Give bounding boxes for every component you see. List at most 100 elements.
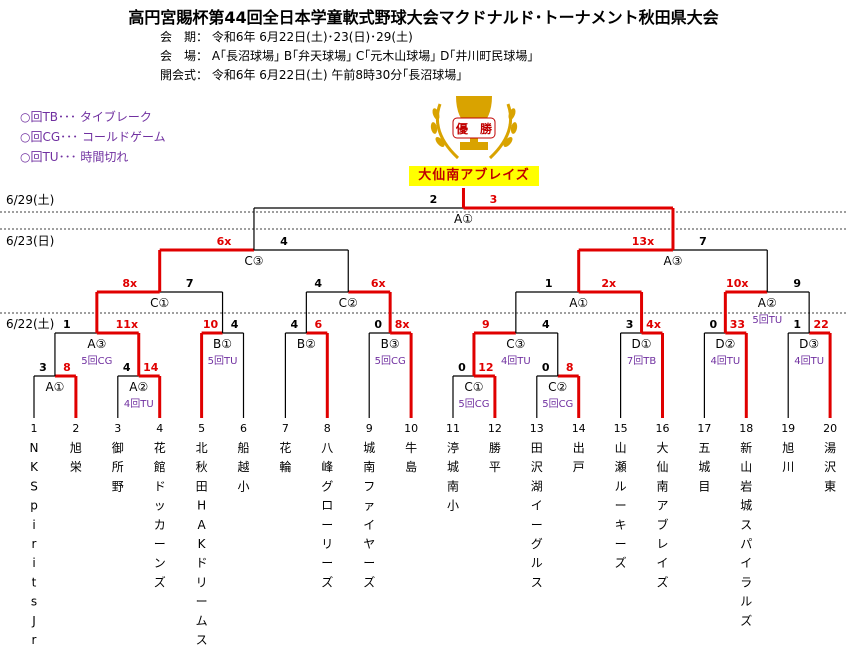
team-name-char: ー: [615, 499, 627, 513]
game-label: A①: [454, 212, 473, 226]
team-name-char: 新: [740, 440, 752, 455]
team-number: 9: [366, 422, 373, 435]
game-note: 4回TU: [124, 398, 154, 410]
team-number: 6: [240, 422, 247, 435]
score-right: 12: [478, 361, 493, 374]
team-name-char: 勝: [489, 440, 501, 455]
legend-time-up: ○回TU･･･ 時間切れ: [20, 150, 129, 164]
team-name-char: 南: [363, 459, 375, 474]
team-name-char: リ: [196, 575, 208, 589]
score-left: 3: [39, 361, 47, 374]
info-ceremony: 開会式： 令和6年 6月22日(土) 午前8時30分｢長沼球場｣: [160, 68, 463, 82]
team-name-char: ー: [321, 556, 333, 570]
team-name-char: 北: [196, 441, 208, 455]
score-right: 4: [280, 235, 288, 248]
game-note: 4回TU: [794, 355, 824, 367]
team-name-char: ー: [321, 518, 333, 532]
team-name-char: 城: [740, 499, 752, 513]
team-name-char: ロ: [321, 499, 333, 513]
team-name-char: ス: [196, 633, 208, 647]
score-right: 4: [231, 318, 239, 331]
team-name-char: グ: [531, 537, 543, 551]
score-left: 10x: [726, 277, 748, 290]
team-name-char: 五: [698, 441, 710, 455]
team-name-char: 船: [237, 441, 249, 455]
team-number: 18: [739, 422, 753, 435]
score-left: 0: [542, 361, 550, 374]
team-number: 20: [823, 422, 837, 435]
team-name-char: ァ: [363, 499, 375, 513]
game-note: 5回CG: [375, 355, 406, 367]
game-label: A③: [663, 254, 682, 268]
score-right: 11x: [116, 318, 138, 331]
score-left: 0: [374, 318, 382, 331]
team-name-char: ズ: [321, 574, 333, 589]
team-name-char: 御: [112, 440, 124, 455]
team-number: 11: [446, 422, 460, 435]
team-name-char: 平: [489, 460, 501, 474]
team-name-char: p: [30, 499, 38, 513]
team-name-char: ス: [531, 575, 543, 589]
champion-banner: 大仙南アブレイズ: [409, 166, 539, 186]
info-period: 会 期： 令和6年 6月22日(土)･23(日)･29(土): [160, 30, 413, 44]
team-name-char: ズ: [656, 574, 668, 589]
legend-called-game: ○回CG･･･ コールドゲーム: [20, 130, 166, 144]
team-name-char: ド: [196, 556, 208, 570]
game-note: 5回CG: [81, 355, 112, 367]
team-name-char: ン: [154, 556, 166, 570]
game-label: A①: [45, 380, 64, 394]
team-name-char: 沢: [824, 460, 836, 474]
game-label: C③: [244, 254, 263, 268]
team-name-char: 出: [573, 441, 585, 455]
score-right: 8x: [395, 318, 410, 331]
team-name-char: 旭: [782, 441, 794, 455]
team-number: 4: [156, 422, 163, 435]
score-right: 14: [143, 361, 159, 374]
team-number: 15: [614, 422, 628, 435]
team-name-char: 岩: [740, 478, 752, 493]
team-name-char: ヤ: [363, 537, 375, 551]
score-left: 13x: [632, 235, 654, 248]
score-right: 8: [566, 361, 574, 374]
team-name-char: 川: [782, 460, 794, 474]
team-name-char: 野: [112, 479, 124, 493]
team-name-char: 城: [363, 441, 375, 455]
team-name-char: 田: [531, 441, 543, 455]
game-note: 4回TU: [501, 355, 531, 367]
team-name-char: i: [32, 518, 35, 532]
team-name-char: N: [30, 441, 39, 455]
score-right: 33: [730, 318, 745, 331]
team-name-char: 花: [279, 440, 291, 455]
score-right: 7: [186, 277, 194, 290]
score-left: 1: [545, 277, 553, 290]
team-name-char: i: [32, 556, 35, 570]
score-right: 4x: [646, 318, 661, 331]
team-name-char: K: [30, 460, 39, 474]
team-name-char: イ: [363, 518, 375, 532]
game-note: 5回TU: [208, 355, 238, 367]
team-name-char: ド: [154, 479, 166, 493]
score-left: 4: [291, 318, 299, 331]
team-name-char: ー: [531, 518, 543, 532]
game-label: A②: [129, 380, 148, 394]
team-number: 2: [72, 422, 79, 435]
team-name-char: S: [30, 479, 38, 493]
team-name-char: ル: [531, 556, 543, 570]
team-name-char: 輪: [279, 459, 291, 474]
team-name-char: 旭: [70, 441, 82, 455]
team-name-char: A: [197, 518, 206, 532]
team-name-char: イ: [531, 499, 543, 513]
team-name-char: r: [32, 537, 37, 551]
team-name-char: 沢: [531, 460, 543, 474]
trophy-badge: 優 勝: [455, 121, 493, 136]
score-left: 0: [458, 361, 466, 374]
round-date-label: 6/23(日): [6, 234, 54, 248]
game-label: A①: [569, 296, 588, 310]
team-name-char: キ: [615, 518, 627, 532]
team-number: 8: [324, 422, 331, 435]
team-name-char: K: [198, 537, 207, 551]
team-name-char: 越: [237, 460, 249, 474]
game-note: 5回CG: [542, 398, 573, 410]
score-left: 0: [710, 318, 718, 331]
